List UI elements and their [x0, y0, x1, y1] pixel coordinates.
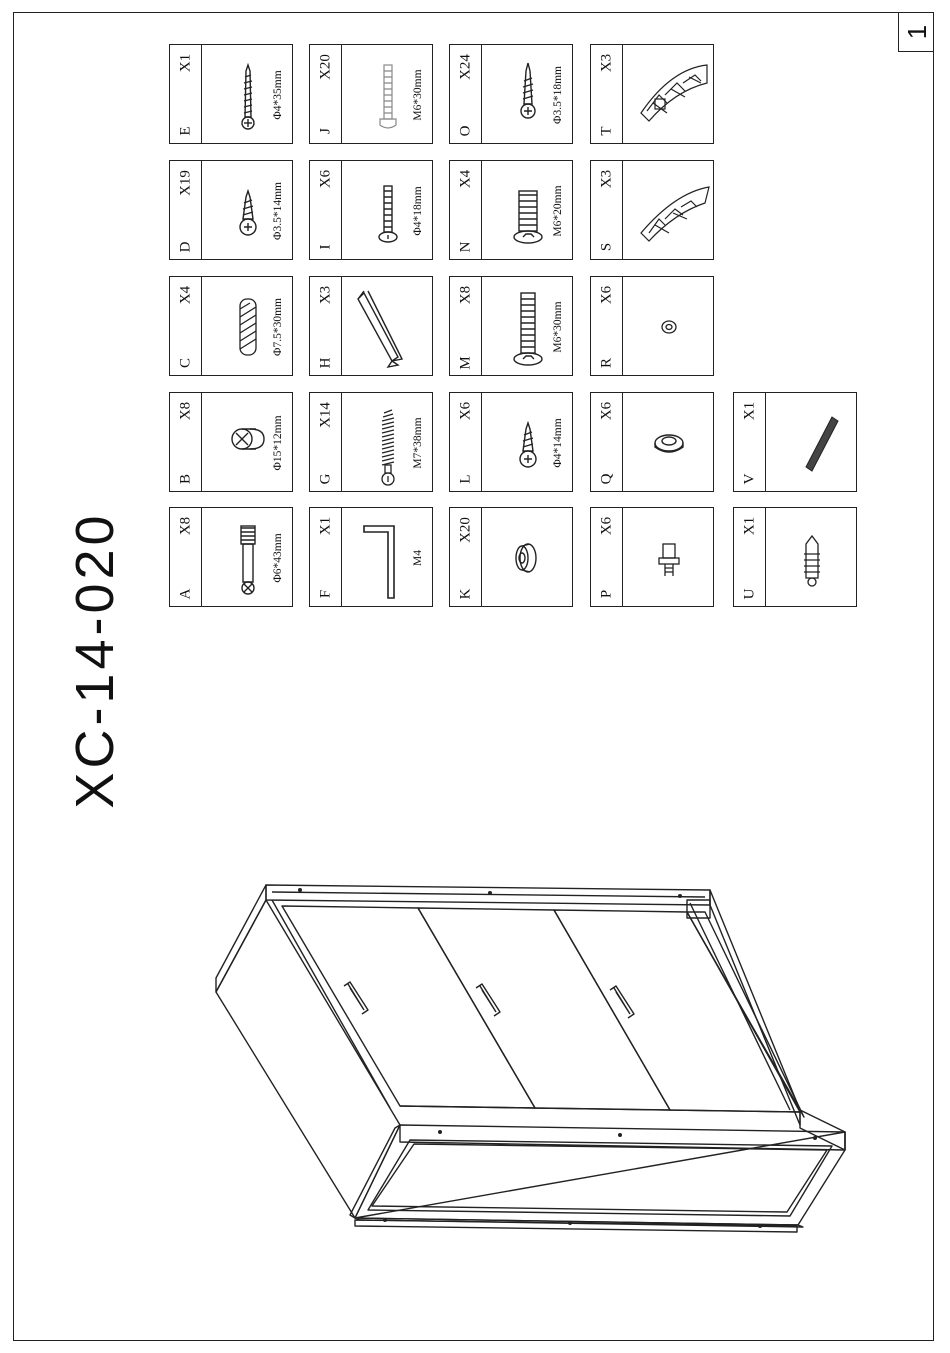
- part-size: M7*38mm: [412, 417, 424, 468]
- part-cell-d: D X19 Φ3.5*14mm: [169, 160, 293, 260]
- part-cell-p: P X6: [590, 507, 714, 607]
- part-cell-u: U X1: [733, 507, 857, 607]
- part-quantity: X6: [318, 170, 335, 188]
- part-size: Φ4*14mm: [552, 418, 564, 467]
- part-quantity: X6: [599, 286, 616, 304]
- part-quantity: X1: [742, 517, 759, 535]
- part-cell-v: V X1: [733, 392, 857, 492]
- part-h-icon: [344, 279, 432, 375]
- part-quantity: X8: [178, 517, 195, 535]
- part-quantity: X3: [318, 286, 335, 304]
- part-quantity: X6: [599, 517, 616, 535]
- part-size: M6*30mm: [552, 301, 564, 352]
- part-letter: Q: [599, 474, 616, 485]
- part-letter: H: [318, 358, 335, 369]
- part-cell-h: H X3: [309, 276, 433, 376]
- part-quantity: X19: [178, 170, 195, 196]
- part-v-icon: [768, 395, 856, 491]
- part-quantity: X1: [178, 54, 195, 72]
- part-letter: E: [178, 126, 195, 135]
- part-letter: P: [599, 590, 616, 598]
- part-size: Φ3.5*14mm: [272, 182, 284, 240]
- part-quantity: X8: [178, 402, 195, 420]
- part-cell-q: Q X6: [590, 392, 714, 492]
- part-quantity: X20: [318, 54, 335, 80]
- part-size: Φ4*18mm: [412, 186, 424, 235]
- part-letter: N: [458, 242, 475, 253]
- part-u-icon: [768, 510, 856, 606]
- part-size: Φ3.5*18mm: [552, 66, 564, 124]
- part-size: Φ4*35mm: [272, 70, 284, 119]
- part-quantity: X14: [318, 402, 335, 428]
- part-letter: F: [318, 590, 335, 598]
- part-size: Φ6*43mm: [272, 533, 284, 582]
- part-letter: U: [742, 589, 759, 600]
- part-cell-k: K X20: [449, 507, 573, 607]
- part-letter: L: [458, 474, 475, 483]
- part-quantity: X1: [742, 402, 759, 420]
- part-letter: B: [178, 474, 195, 484]
- part-cell-r: R X6: [590, 276, 714, 376]
- part-quantity: X6: [599, 402, 616, 420]
- part-r-icon: [625, 279, 713, 375]
- part-quantity: X1: [318, 517, 335, 535]
- part-cell-s: S X3: [590, 160, 714, 260]
- part-s-icon: [625, 163, 713, 259]
- part-k-icon: [484, 510, 572, 606]
- cabinet-drawing: [200, 870, 860, 1240]
- part-letter: D: [178, 242, 195, 253]
- part-quantity: X4: [458, 170, 475, 188]
- part-t-icon: [625, 47, 713, 143]
- part-cell-l: L X6Φ4*14mm: [449, 392, 573, 492]
- part-letter: S: [599, 243, 616, 251]
- part-quantity: X20: [458, 517, 475, 543]
- part-size: M6*30mm: [412, 69, 424, 120]
- part-quantity: X8: [458, 286, 475, 304]
- part-quantity: X3: [599, 170, 616, 188]
- part-quantity: X6: [458, 402, 475, 420]
- part-letter: G: [318, 474, 335, 485]
- part-quantity: X3: [599, 54, 616, 72]
- part-size: Φ15*12mm: [272, 415, 284, 470]
- part-letter: I: [318, 245, 335, 250]
- part-letter: C: [178, 358, 195, 368]
- part-cell-o: O X24 Φ3.5*18mm: [449, 44, 573, 144]
- part-cell-b: B X8Φ15*12mm: [169, 392, 293, 492]
- part-letter: R: [599, 358, 616, 368]
- part-size: M4: [412, 550, 424, 566]
- part-letter: J: [318, 128, 335, 134]
- part-quantity: X4: [178, 286, 195, 304]
- part-letter: K: [458, 589, 475, 600]
- part-q-icon: [625, 395, 713, 491]
- part-size: M6*20mm: [552, 185, 564, 236]
- part-letter: O: [458, 126, 475, 137]
- part-letter: M: [458, 356, 475, 369]
- page-number: 1: [904, 24, 930, 38]
- part-letter: V: [742, 474, 759, 485]
- part-p-icon: [625, 510, 713, 606]
- part-size: Φ7.5*30mm: [272, 298, 284, 356]
- part-cell-t: T X3: [590, 44, 714, 144]
- model-number: XC-14-020: [64, 511, 126, 808]
- part-letter: T: [599, 126, 616, 135]
- part-quantity: X24: [458, 54, 475, 80]
- part-letter: A: [178, 589, 195, 600]
- page-number-box: 1: [898, 12, 934, 52]
